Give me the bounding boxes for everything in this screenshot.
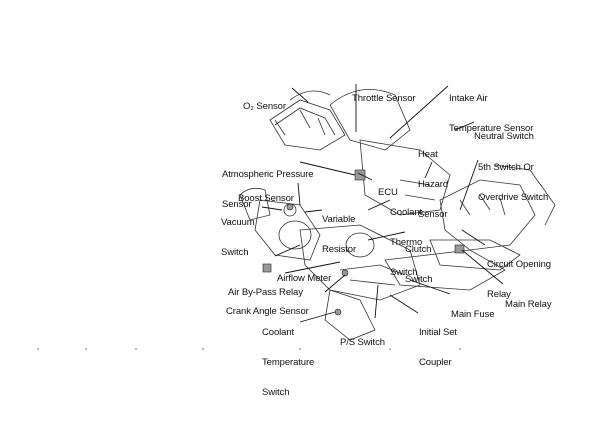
engine-sketch xyxy=(239,89,556,341)
label-neutral-switch: Neutral Switch xyxy=(474,112,534,162)
scan-marks xyxy=(37,348,461,350)
label-text: Initial Set xyxy=(419,327,457,338)
label-text: Coolant xyxy=(262,327,295,338)
label-text: Crank Angle Sensor xyxy=(226,306,309,317)
label-heat-hazard-sensor: Heat Hazard Sensor xyxy=(418,130,448,240)
label-text: Coolant xyxy=(390,207,423,218)
label-text: Switch xyxy=(262,387,290,398)
label-text: Switch xyxy=(405,274,433,285)
label-text: Switch xyxy=(221,247,249,258)
label-vacuum-switch: Vacuum Switch xyxy=(221,198,255,278)
label-text: Main Fuse xyxy=(451,309,495,320)
label-text: Throttle Sensor xyxy=(352,93,416,104)
leader-lines xyxy=(261,84,504,323)
label-text: Hazard xyxy=(418,179,449,190)
label-ps-switch: P/S Switch xyxy=(340,318,385,368)
label-main-relay: Main Relay xyxy=(505,280,552,330)
label-text: Airflow Meter xyxy=(277,273,332,284)
label-air-by-pass-relay: Air By-Pass Relay xyxy=(228,268,303,318)
label-text: Boost Sensor xyxy=(238,193,294,204)
label-text: Air By-Pass Relay xyxy=(228,287,303,298)
label-text: Atmospheric Pressure xyxy=(222,169,314,180)
label-clutch-switch: Clutch Switch xyxy=(405,225,432,305)
label-coolant-thermo-switch: Coolant Thermo Switch xyxy=(390,188,422,298)
label-coolant-temperature-switch: Coolant Temperature Switch xyxy=(262,308,314,418)
label-text: 5th Switch Or xyxy=(478,162,534,173)
label-boost-sensor: Boost Sensor xyxy=(238,174,294,224)
label-circuit-opening-relay: Circuit Opening Relay xyxy=(487,240,551,320)
label-text: O₂ Sensor xyxy=(243,101,286,112)
label-text: Variable xyxy=(322,214,356,225)
label-text: Vacuum xyxy=(221,217,255,228)
label-initial-set-coupler: Initial Set Coupler xyxy=(419,308,457,388)
label-text: Main Relay xyxy=(505,299,552,310)
label-airflow-meter: Airflow Meter xyxy=(277,254,331,304)
label-variable-resistor: Variable Resistor xyxy=(322,195,356,275)
label-main-fuse: Main Fuse xyxy=(451,290,495,340)
label-text: Switch xyxy=(390,267,418,278)
label-5th-switch-or-overdrive-switch: 5th Switch Or Overdrive Switch xyxy=(478,143,548,223)
label-intake-air-temperature-sensor: Intake Air Temperature Sensor xyxy=(449,74,533,154)
label-ecu: ECU xyxy=(378,168,398,218)
label-text: Temperature xyxy=(262,357,315,368)
label-atmospheric-pressure-sensor: Atmospheric Pressure Sensor xyxy=(222,150,314,230)
label-text: Intake Air xyxy=(449,93,488,104)
label-text: Thermo xyxy=(390,237,423,248)
label-text: Relay xyxy=(487,289,511,300)
label-text: Clutch xyxy=(405,244,432,255)
label-text: ECU xyxy=(378,187,398,198)
label-text: Neutral Switch xyxy=(474,131,534,142)
label-text: Sensor xyxy=(222,199,252,210)
label-text: P/S Switch xyxy=(340,337,385,348)
label-text: Sensor xyxy=(418,209,448,220)
label-o2-sensor: O₂ Sensor xyxy=(243,82,286,132)
label-text: Overdrive Switch xyxy=(478,192,549,203)
label-text: Heat xyxy=(418,149,438,160)
label-crank-angle-sensor: Crank Angle Sensor xyxy=(226,287,309,337)
label-text: Circuit Opening xyxy=(487,259,551,270)
label-text: Resistor xyxy=(322,244,357,255)
label-throttle-sensor: Throttle Sensor xyxy=(352,74,416,124)
label-text: Temperature Sensor xyxy=(449,123,534,134)
label-text: Coupler xyxy=(419,357,452,368)
